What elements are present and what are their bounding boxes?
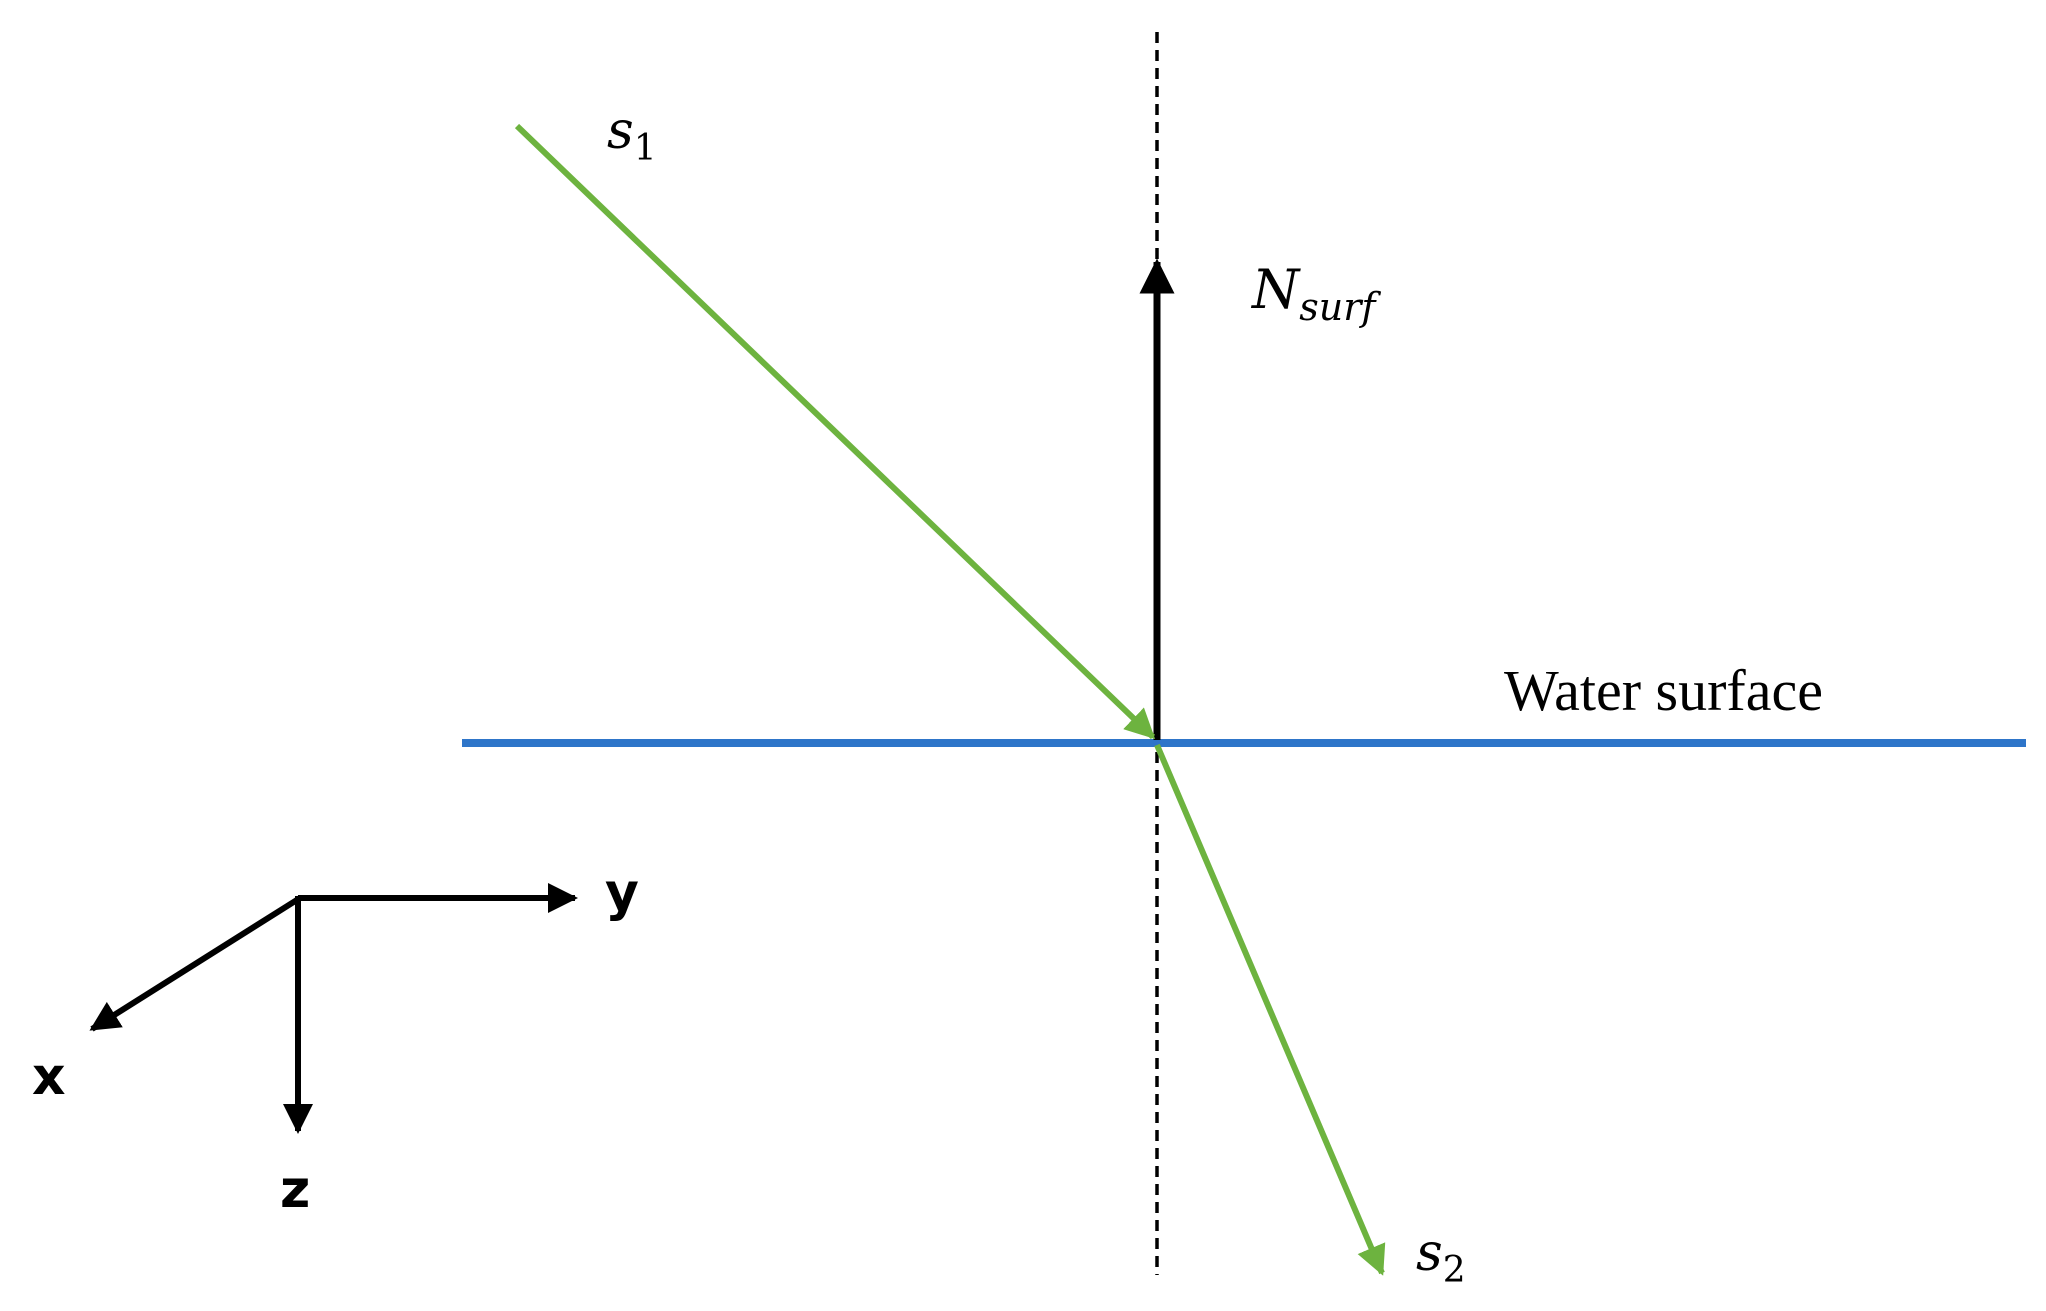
incident-ray-label: s1: [607, 101, 657, 169]
incident-ray-arrow: [514, 123, 1156, 740]
normal-label: Nsurf: [1250, 258, 1381, 329]
axis-x-arrow: [89, 895, 302, 1032]
surface-label: Water surface: [1504, 658, 1823, 723]
refracted-ray-arrow: [1154, 743, 1386, 1276]
axis-y-label: y: [605, 863, 639, 923]
refracted-ray-label: s2: [1416, 1223, 1466, 1291]
axis-x-label: x: [32, 1047, 66, 1107]
axis-z-label: z: [280, 1160, 310, 1220]
